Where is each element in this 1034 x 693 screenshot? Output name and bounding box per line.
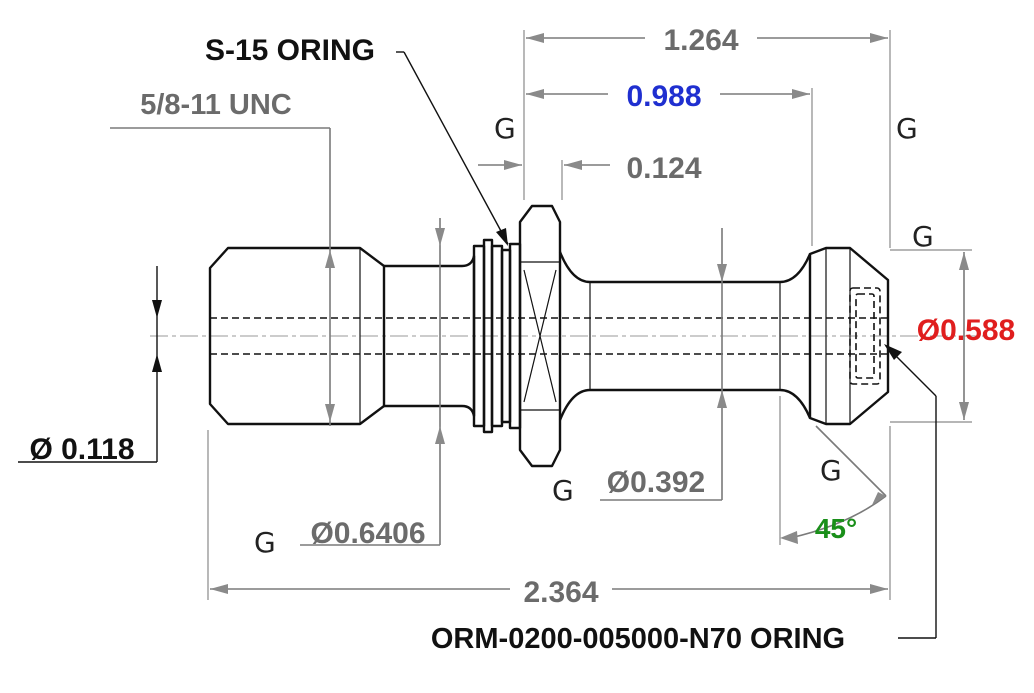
grind-marker: G: [912, 220, 934, 253]
bore-dimension: [18, 266, 162, 463]
grind-marker: G: [494, 112, 516, 145]
neck: [558, 251, 812, 284]
dim-overall-to-tip: 1.264: [663, 24, 738, 57]
dim-tip-diameter: Ø0.588: [917, 314, 1015, 347]
dimension-lines: [110, 30, 972, 600]
dim-overall-length: 2.364: [523, 576, 598, 609]
flange-oring-leader: [396, 51, 509, 246]
dim-chamfer-angle: 45°: [815, 513, 857, 544]
part-outline: [150, 204, 985, 468]
dim-body-diameter: Ø0.6406: [310, 517, 425, 550]
callout-flange-oring: S-15 ORING: [205, 34, 375, 67]
dim-flange-width: 0.124: [626, 152, 701, 185]
grind-marker: G: [820, 454, 842, 487]
flange: [518, 204, 562, 468]
callout-thread: 5/8-11 UNC: [140, 89, 292, 121]
oring-groove: [472, 238, 522, 434]
grind-marker: G: [552, 474, 574, 507]
tip-oring-leader: [884, 344, 937, 639]
dim-bore-diameter: Ø 0.118: [29, 433, 134, 466]
grind-marker: G: [896, 112, 918, 145]
dim-flange-to-shoulder: 0.988: [626, 80, 701, 113]
grind-markers: G G G G G G: [254, 112, 934, 559]
dim-neck-diameter: Ø0.392: [607, 466, 705, 499]
callout-tip-oring: ORM-0200-005000-N70 ORING: [431, 623, 845, 655]
grind-marker: G: [254, 526, 276, 559]
tip: [808, 246, 890, 426]
threaded-body: [208, 246, 386, 426]
tip-oring: [849, 287, 881, 385]
